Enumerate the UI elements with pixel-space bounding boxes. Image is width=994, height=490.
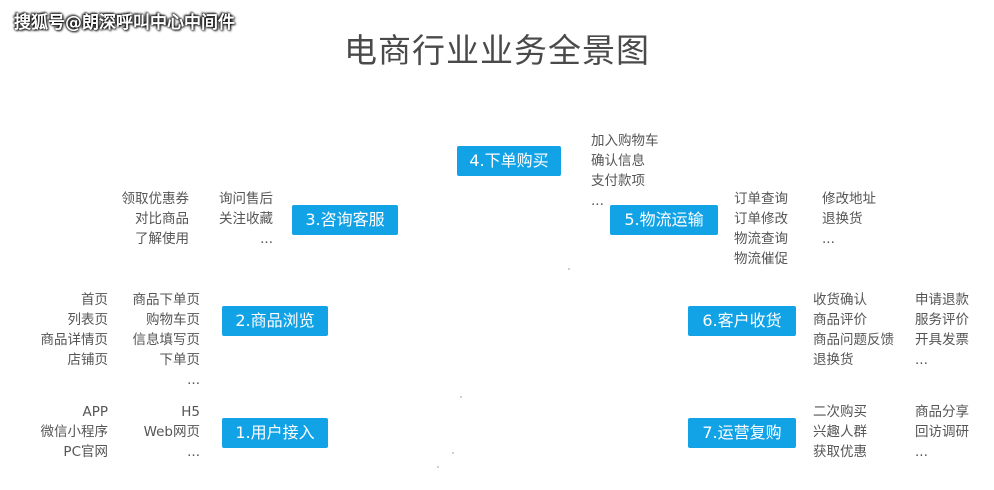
step-7-box: 7.运营复购 bbox=[688, 418, 796, 448]
diagram-title: 电商行业业务全景图 bbox=[344, 31, 650, 70]
list-item: 商品评价 bbox=[813, 312, 867, 328]
step-5-box: 5.物流运输 bbox=[610, 205, 718, 235]
list-item: 信息填写页 bbox=[132, 332, 201, 348]
list-item: ... bbox=[260, 231, 273, 247]
list-item: 微信小程序 bbox=[40, 424, 109, 440]
list-item: 开具发票 bbox=[915, 332, 969, 348]
list-item: 商品问题反馈 bbox=[813, 332, 894, 348]
list-item: 加入购物车 bbox=[591, 133, 659, 149]
step-2-items-inner: 商品下单页 购物车页 信息填写页 下单页 ... bbox=[120, 290, 201, 390]
list-item: 订单修改 bbox=[734, 211, 788, 227]
list-item: APP bbox=[82, 404, 108, 420]
step-6-items-outer: 申请退款 服务评价 开具发票 ... bbox=[915, 290, 969, 370]
list-item: 商品分享 bbox=[915, 404, 969, 420]
list-item: ... bbox=[915, 352, 928, 368]
list-item: 了解使用 bbox=[135, 231, 189, 247]
list-item: ... bbox=[187, 372, 200, 388]
list-item: 下单页 bbox=[159, 352, 201, 368]
list-item: 退换货 bbox=[813, 352, 854, 368]
list-item: H5 bbox=[181, 404, 200, 420]
step-1-box: 1.用户接入 bbox=[222, 418, 328, 448]
step-7-items-outer: 商品分享 回访调研 ... bbox=[915, 402, 969, 462]
list-item: ... bbox=[915, 444, 928, 460]
decor-dot bbox=[568, 268, 570, 270]
list-item: 物流催促 bbox=[734, 251, 788, 267]
step-3-box: 3.咨询客服 bbox=[292, 205, 398, 235]
step-6-box: 6.客户收货 bbox=[688, 306, 796, 336]
step-3-items-inner: 询问售后 关注收藏 ... bbox=[203, 189, 273, 249]
step-1-items-inner: H5 Web网页 ... bbox=[120, 402, 200, 462]
list-item: 询问售后 bbox=[219, 191, 273, 207]
list-item: 二次购买 bbox=[813, 404, 867, 420]
list-item: 获取优惠 bbox=[813, 444, 867, 460]
list-item: 确认信息 bbox=[591, 153, 645, 169]
list-item: 列表页 bbox=[67, 312, 109, 328]
list-item: ... bbox=[822, 231, 835, 247]
decor-dot bbox=[452, 452, 454, 454]
list-item: 商品下单页 bbox=[132, 292, 201, 308]
list-item: PC官网 bbox=[63, 444, 108, 460]
step-5-items-inner: 订单查询 订单修改 物流查询 物流催促 bbox=[734, 189, 788, 269]
list-item: 服务评价 bbox=[915, 312, 969, 328]
list-item: 关注收藏 bbox=[219, 211, 273, 227]
step-1-items-outer: APP 微信小程序 PC官网 bbox=[18, 402, 109, 462]
list-item: 修改地址 bbox=[822, 191, 876, 207]
step-2-items-outer: 首页 列表页 商品详情页 店铺页 bbox=[18, 290, 109, 370]
list-item: 商品详情页 bbox=[40, 332, 109, 348]
step-5-items-outer: 修改地址 退换货 ... bbox=[822, 189, 876, 249]
list-item: ... bbox=[591, 193, 604, 209]
list-item: 对比商品 bbox=[135, 211, 189, 227]
step-7-items-inner: 二次购买 兴趣人群 获取优惠 bbox=[813, 402, 867, 462]
list-item: 申请退款 bbox=[915, 292, 969, 308]
list-item: 支付款项 bbox=[591, 173, 645, 189]
list-item: 收货确认 bbox=[813, 292, 867, 308]
list-item: 退换货 bbox=[822, 211, 863, 227]
decor-dot bbox=[437, 466, 439, 468]
decor-dot bbox=[460, 396, 462, 398]
list-item: 兴趣人群 bbox=[813, 424, 867, 440]
list-item: 领取优惠券 bbox=[121, 191, 190, 207]
list-item: 首页 bbox=[81, 292, 108, 308]
step-4-box: 4.下单购买 bbox=[457, 146, 561, 176]
list-item: 店铺页 bbox=[67, 352, 109, 368]
list-item: ... bbox=[187, 444, 200, 460]
list-item: 物流查询 bbox=[734, 231, 788, 247]
step-6-items-inner: 收货确认 商品评价 商品问题反馈 退换货 bbox=[813, 290, 894, 370]
watermark: 搜狐号@朗深呼叫中心中间件 bbox=[14, 13, 235, 33]
step-4-items: 加入购物车 确认信息 支付款项 ... bbox=[591, 131, 659, 211]
list-item: 回访调研 bbox=[915, 424, 969, 440]
list-item: 订单查询 bbox=[734, 191, 788, 207]
list-item: Web网页 bbox=[143, 424, 200, 440]
step-2-box: 2.商品浏览 bbox=[222, 306, 328, 336]
step-3-items-outer: 领取优惠券 对比商品 了解使用 bbox=[99, 189, 190, 249]
list-item: 购物车页 bbox=[146, 312, 200, 328]
